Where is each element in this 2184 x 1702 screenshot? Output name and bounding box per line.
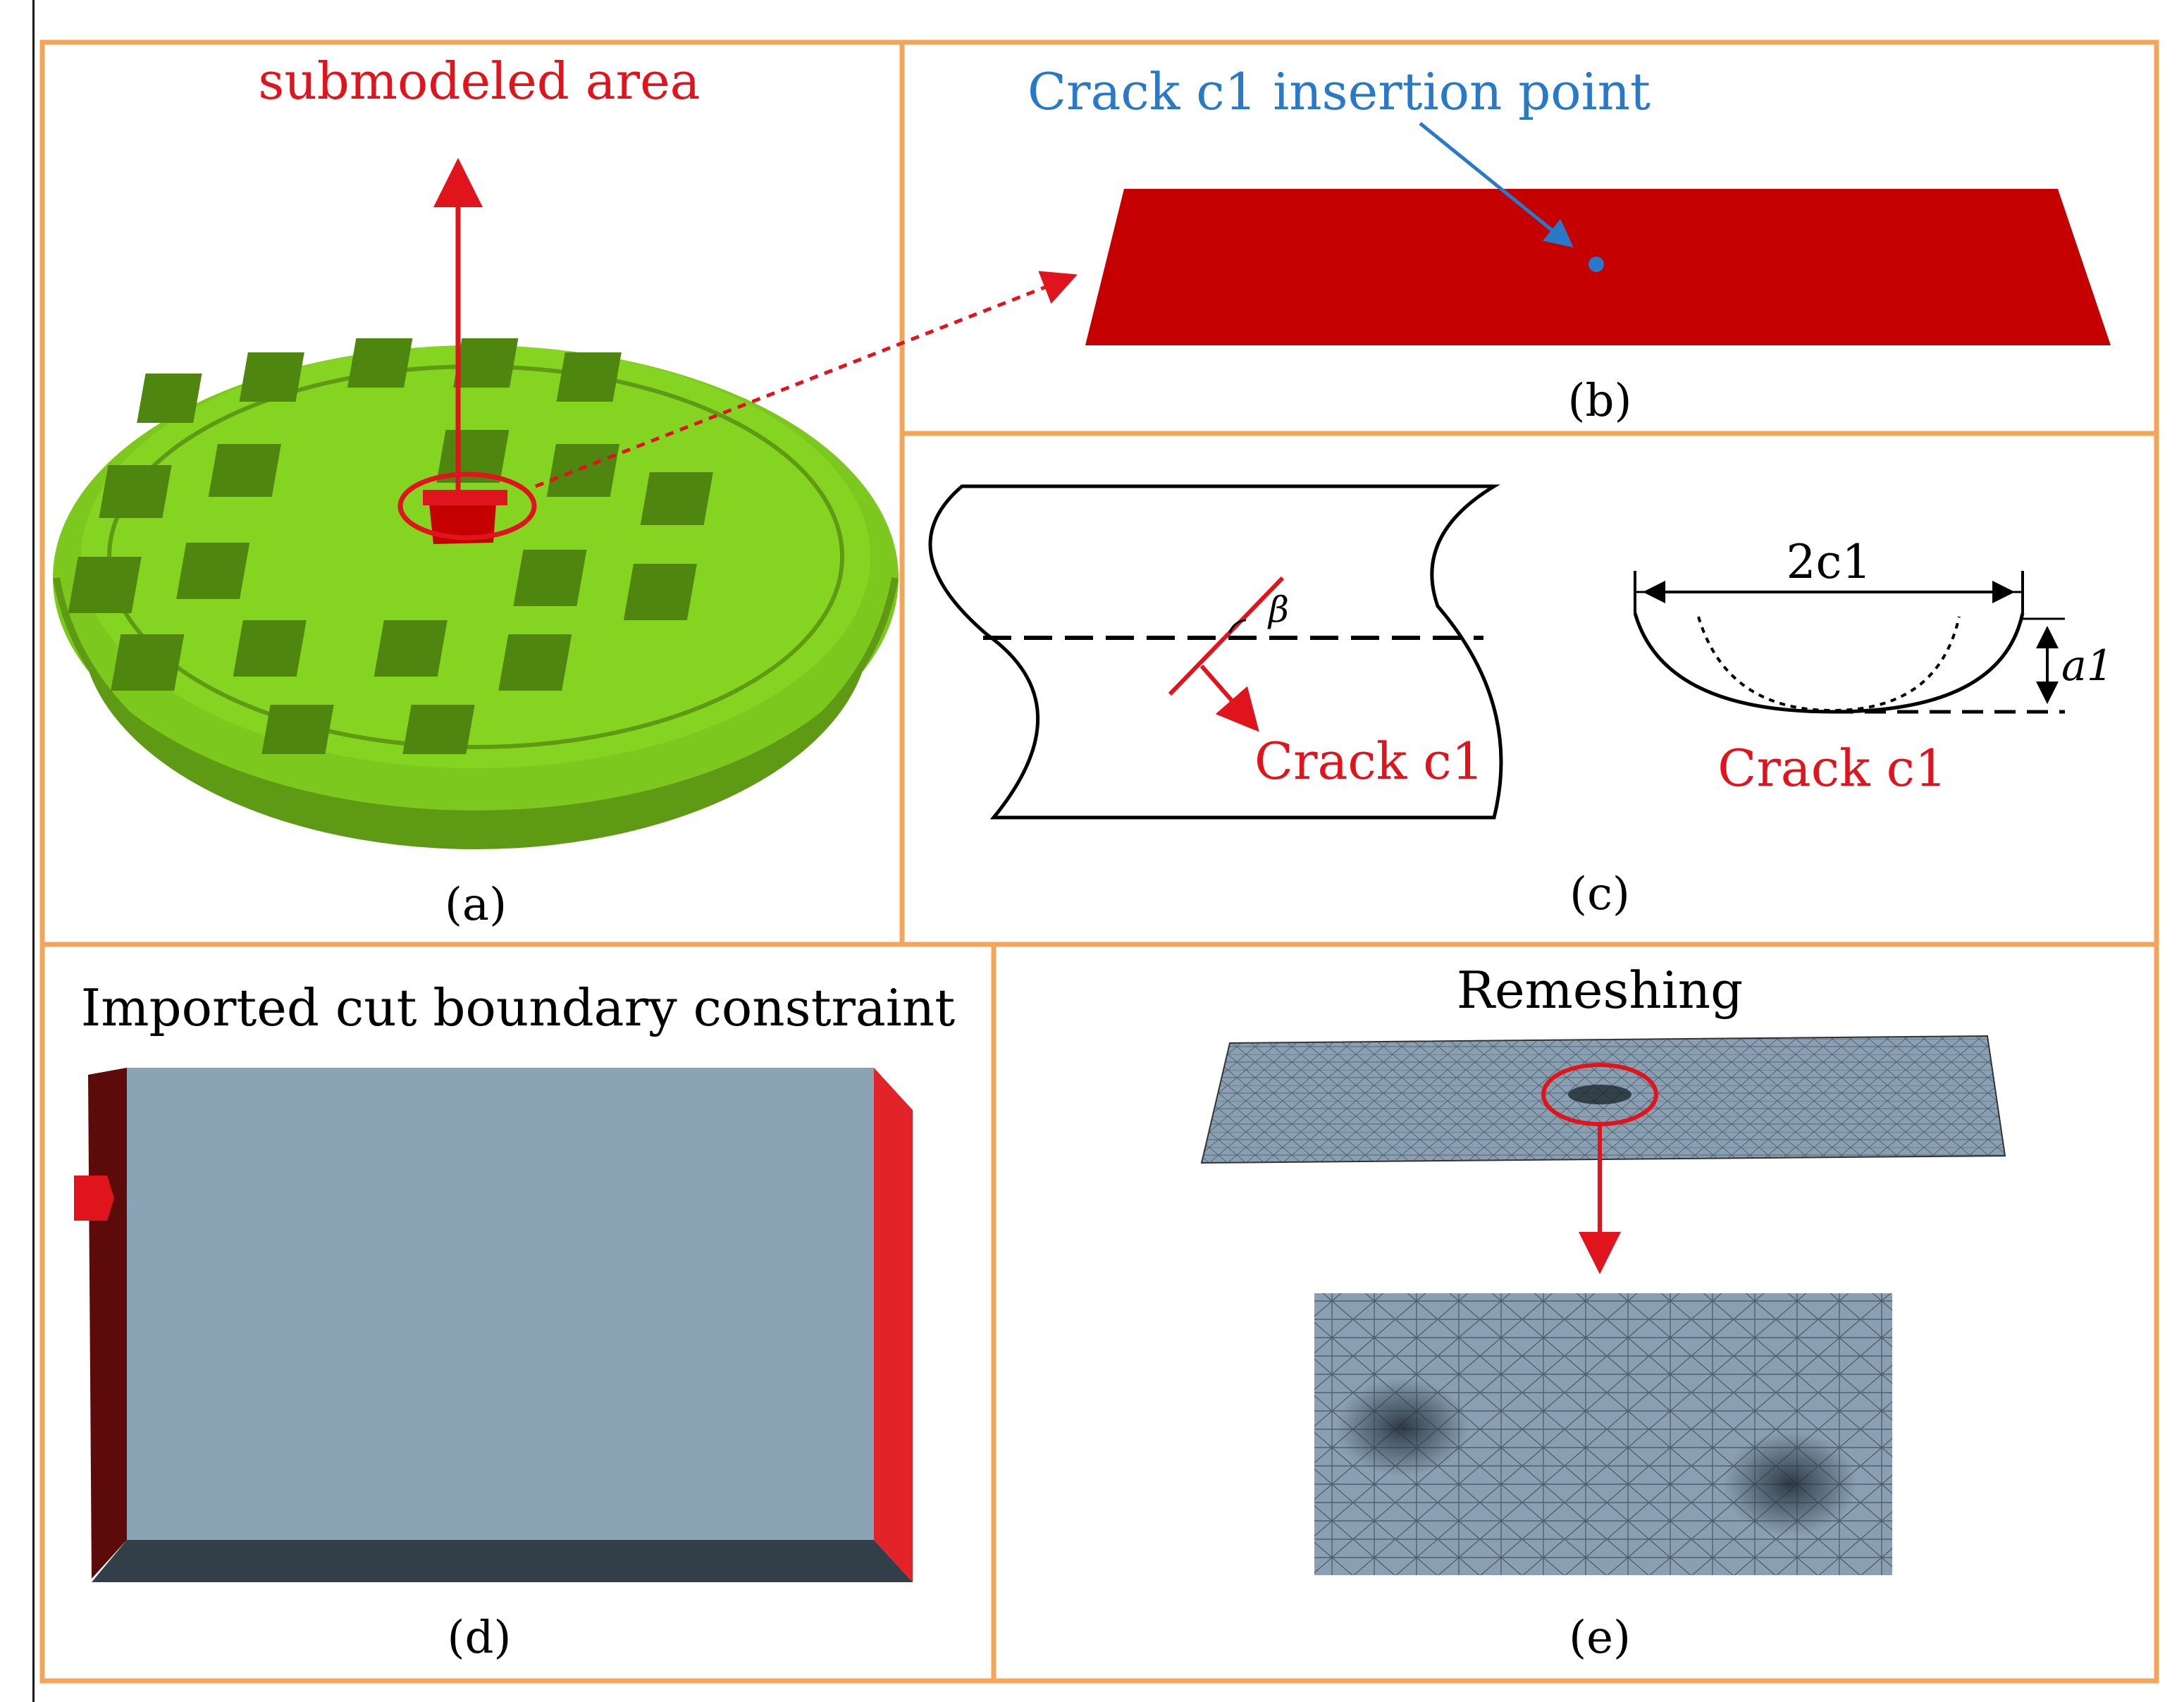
box-top-face xyxy=(127,1068,874,1540)
mesh-refine-right xyxy=(1723,1431,1857,1536)
panel-c-content: β Crack c1 2c1 a1 Crack c1 (c) xyxy=(928,484,2114,920)
panel-frames xyxy=(39,39,2159,1684)
cut-boundary-title: Imported cut boundary constraint xyxy=(81,978,955,1037)
submodel-piece xyxy=(428,493,497,544)
caption-b: (b) xyxy=(1568,375,1632,427)
depth-label: a1 xyxy=(2061,641,2114,691)
caption-a: (a) xyxy=(445,879,507,931)
box-right-face xyxy=(874,1068,913,1582)
panel-d-content: Imported cut boundary constraint (d) xyxy=(74,978,955,1664)
panel-a-content: submodeled area (a) xyxy=(53,51,1078,931)
specimen-outline xyxy=(928,484,1503,820)
mesh-refine-left xyxy=(1335,1378,1469,1476)
submodel-plate xyxy=(423,490,507,505)
left-edge-rule xyxy=(32,0,35,1702)
caption-d: (d) xyxy=(448,1612,512,1664)
box-bottom-face xyxy=(92,1540,913,1582)
crack-front-dashed xyxy=(1697,616,1961,713)
caption-c: (c) xyxy=(1569,868,1630,920)
crack-arrow xyxy=(1199,665,1259,732)
angle-label: β xyxy=(1267,589,1289,630)
crack-label-right: Crack c1 xyxy=(1717,739,1947,798)
crack-label-left: Crack c1 xyxy=(1254,732,1483,791)
insertion-point-label: Crack c1 insertion point xyxy=(1028,62,1651,121)
frame-panel-e xyxy=(991,942,2159,1684)
green-disc-model xyxy=(53,338,899,849)
panel-b-content: Crack c1 insertion point (b) xyxy=(1028,62,2111,427)
inclined-crack xyxy=(1168,576,1285,696)
box-left-face xyxy=(88,1068,127,1579)
red-tab xyxy=(74,1176,114,1221)
insertion-arrow xyxy=(1419,122,1574,248)
angle-arc xyxy=(1228,619,1247,634)
width-label: 2c1 xyxy=(1787,535,1872,589)
remeshing-title: Remeshing xyxy=(1457,961,1744,1020)
submodeled-area-label: submodeled area xyxy=(258,51,700,111)
caption-e: (e) xyxy=(1569,1612,1631,1664)
insertion-point xyxy=(1588,257,1604,272)
link-arrow xyxy=(535,271,1078,488)
frame-panel-c xyxy=(899,431,2159,947)
dense-mesh-spot xyxy=(1568,1085,1631,1104)
submodel-circle xyxy=(397,471,537,541)
panel-e-content: Remeshing (e) xyxy=(1200,961,2006,1664)
crack-front xyxy=(1633,612,2025,714)
